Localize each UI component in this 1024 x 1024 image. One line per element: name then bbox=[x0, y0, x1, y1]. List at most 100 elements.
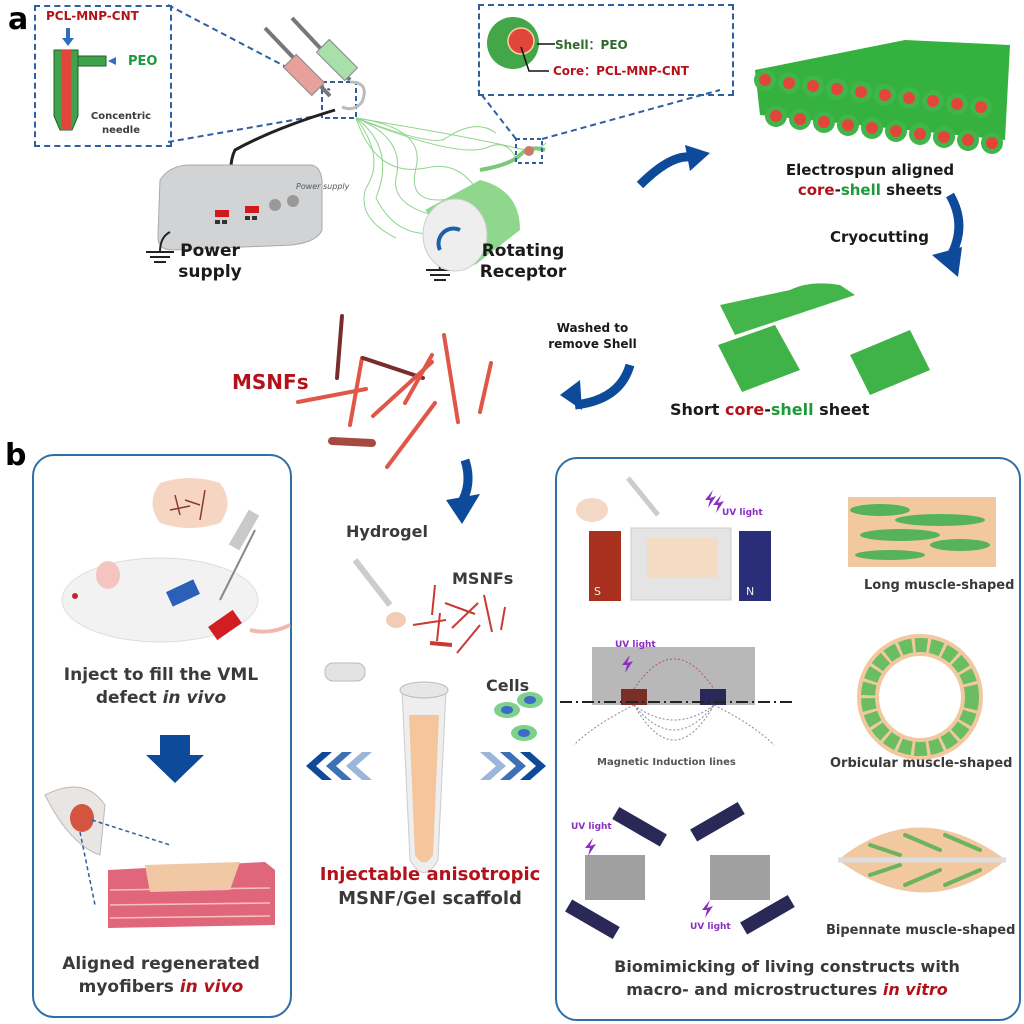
power-supply-caption: Power supply bbox=[170, 241, 250, 283]
fiber-core-end bbox=[783, 77, 795, 89]
needle-caption: Concentric needle bbox=[86, 110, 156, 138]
arrow-to-sheets-icon bbox=[636, 152, 691, 189]
shell-word: shell bbox=[840, 181, 881, 199]
in-vivo-italic: in vivo bbox=[162, 688, 227, 708]
power-supply-caption-line2: supply bbox=[178, 262, 242, 282]
sheet-word: sheet bbox=[813, 400, 870, 419]
cross-section-inset bbox=[478, 4, 734, 96]
aligned-line1: Aligned regenerated bbox=[62, 954, 260, 974]
power-supply-caption-line1: Power bbox=[180, 241, 240, 261]
panel-letter-a: a bbox=[8, 2, 29, 37]
fiber-core-end bbox=[914, 128, 926, 140]
down-arrow-icon bbox=[146, 735, 204, 783]
fiber-core-end bbox=[951, 98, 963, 110]
in-vitro-italic: in vitro bbox=[882, 980, 948, 999]
magnetic-induction-label: Magnetic Induction lines bbox=[597, 757, 736, 768]
defect-word: defect bbox=[95, 688, 163, 708]
magnet-s-block bbox=[589, 531, 621, 601]
syringe-needle bbox=[219, 529, 256, 601]
right-chevrons-icon bbox=[480, 752, 546, 780]
ground-icon-power bbox=[146, 231, 174, 263]
regenerated-muscle-block bbox=[108, 862, 275, 928]
needle-caption-line1: Concentric bbox=[90, 111, 152, 122]
fiber-core-end bbox=[866, 122, 878, 134]
electrospun-sheets-line2: core-shell sheets bbox=[755, 180, 985, 200]
cells-label: Cells bbox=[486, 676, 530, 695]
in-vitro-line2: macro- and microstructures in vitro bbox=[557, 978, 1017, 1001]
aligned-myofibers-caption: Aligned regenerated myofibers in vivo bbox=[34, 953, 288, 999]
inject-line2: defect in vivo bbox=[34, 687, 288, 710]
fiber-core-end bbox=[818, 116, 830, 128]
aligned-line2: myofibers in vivo bbox=[34, 976, 288, 999]
concentric-needle-inset bbox=[34, 5, 172, 147]
cross-section-shell-label: Shell：PEO bbox=[555, 38, 628, 52]
myofibers-word: myofibers bbox=[78, 977, 180, 997]
washed-line1: Washed to bbox=[556, 321, 629, 335]
msnf-fibers bbox=[296, 314, 493, 469]
dash: - bbox=[834, 181, 841, 199]
uv-light-label-3: UV light bbox=[571, 822, 612, 832]
inject-caption: Inject to fill the VML defect in vivo bbox=[34, 664, 288, 710]
short-sheet-caption: Short core-shell sheet bbox=[670, 400, 869, 419]
sheets-word: sheets bbox=[880, 181, 943, 199]
electrospun-fibers bbox=[355, 117, 547, 239]
hydrogel-droplet bbox=[386, 612, 406, 628]
fiber-core-end bbox=[975, 101, 987, 113]
bipennate-muscle-label: Bipennate muscle-shaped bbox=[826, 923, 1016, 938]
cryocutting-label: Cryocutting bbox=[830, 228, 929, 246]
core-word: core bbox=[725, 400, 765, 419]
in-vivo-box bbox=[32, 454, 292, 1018]
fiber-core-end bbox=[770, 110, 782, 122]
magnet-s-icon bbox=[166, 579, 200, 607]
magnetic-induction-lines bbox=[573, 658, 775, 746]
rotating-receptor-caption-line2: Receptor bbox=[479, 262, 567, 282]
fiber-core-end bbox=[842, 119, 854, 131]
dash: - bbox=[764, 400, 771, 419]
tilted-panel-right bbox=[710, 855, 770, 900]
fiber-core-end bbox=[831, 83, 843, 95]
pipette-tip-icon bbox=[352, 558, 393, 607]
limb-illustration bbox=[44, 786, 106, 856]
magnet-n-label: N bbox=[746, 585, 755, 598]
electrospun-sheets-line1: Electrospun aligned bbox=[785, 161, 955, 179]
fiber-core-end bbox=[938, 131, 950, 143]
short-core-shell-sheet-graphic bbox=[718, 283, 930, 395]
wash-arrow-icon bbox=[574, 363, 635, 410]
magnetic-field-panel bbox=[592, 647, 755, 705]
concentric-needle-icon bbox=[53, 28, 126, 131]
fiber-core-end bbox=[986, 137, 998, 149]
fiber-core-end bbox=[879, 89, 891, 101]
left-chevrons-icon bbox=[306, 752, 372, 780]
needle-shell-label: PEO bbox=[128, 54, 158, 69]
in-vivo-italic: in vivo bbox=[179, 977, 244, 997]
uv-light-label-1: UV light bbox=[722, 508, 763, 518]
rotation-arrow-icon bbox=[436, 226, 461, 251]
rotating-receptor-caption-line1: Rotating bbox=[481, 241, 565, 261]
cross-section-core bbox=[507, 27, 535, 55]
magnet-n-block bbox=[739, 531, 771, 601]
needle-caption-line2: needle bbox=[101, 125, 141, 136]
core-shell-sheets-graphic bbox=[754, 40, 1010, 154]
inject-line1: Inject to fill the VML bbox=[63, 665, 259, 685]
in-vitro-box bbox=[555, 457, 1021, 1021]
fiber-core-end bbox=[903, 92, 915, 104]
needle-core-label: PCL-MNP-CNT bbox=[46, 9, 139, 23]
needle-down-arrow-icon bbox=[62, 28, 74, 46]
needle-left-arrow-icon bbox=[108, 57, 126, 65]
electrospun-sheets-caption: Electrospun aligned core-shell sheets bbox=[755, 160, 985, 200]
washed-line2: remove Shell bbox=[548, 337, 637, 351]
cross-section-core-label: Core：PCL-MNP-CNT bbox=[553, 64, 689, 78]
scaffold-line2: MSNF/Gel scaffold bbox=[338, 888, 522, 909]
long-muscle-label: Long muscle-shaped bbox=[864, 578, 1015, 593]
scaffold-caption: Injectable anisotropic MSNF/Gel scaffold bbox=[300, 863, 560, 911]
short-word: Short bbox=[670, 400, 726, 419]
power-supply-device-label: Power supply bbox=[296, 182, 350, 191]
shell-word: shell bbox=[770, 400, 814, 419]
scaffold-zoom-icon bbox=[152, 478, 228, 528]
uv-light-label-4: UV light bbox=[690, 922, 731, 932]
fiber-core-end bbox=[759, 74, 771, 86]
